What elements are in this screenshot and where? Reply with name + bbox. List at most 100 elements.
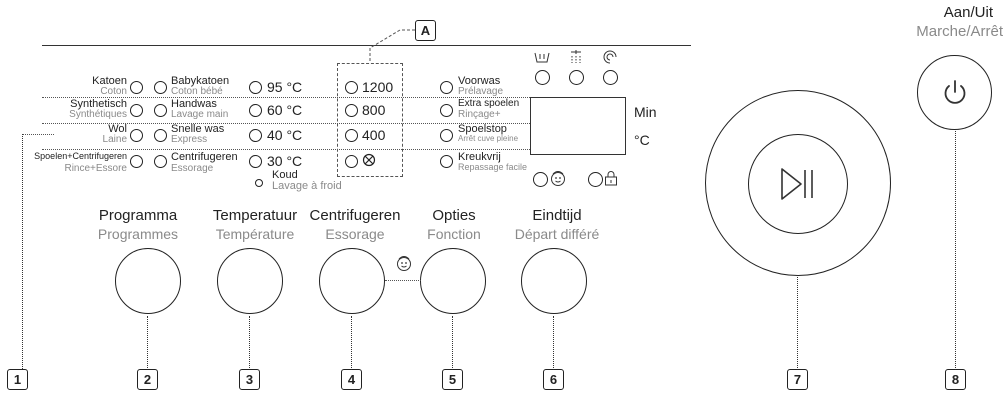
display-unit-celsius: °C — [634, 132, 650, 148]
program-label-fr: Coton — [100, 86, 127, 97]
option-label-fr: Rinçage+ — [458, 109, 501, 120]
callout-6-leader — [553, 316, 554, 368]
callout-a: A — [415, 20, 436, 41]
door-lock-icon — [605, 171, 617, 186]
time-temperature-display — [530, 97, 626, 155]
program-led — [130, 129, 143, 142]
option-led — [440, 155, 453, 168]
child-lock-led — [533, 172, 548, 187]
program-led — [154, 155, 167, 168]
option-label-fr: Prélavage — [458, 86, 504, 97]
program-label-fr: Synthétiques — [69, 109, 127, 120]
spin-led — [345, 104, 358, 117]
knob-label-nl: Eindtijd — [532, 207, 582, 224]
callout-8: 8 — [945, 369, 966, 390]
temperature-led — [249, 129, 262, 142]
temperature-label: 40 °C — [267, 127, 303, 143]
option-led — [440, 81, 453, 94]
program-label-fr: Laine — [102, 134, 127, 145]
knob-label-fr: Programmes — [97, 226, 179, 242]
callout-3: 3 — [239, 369, 260, 390]
program-label-fr: Lavage main — [171, 109, 229, 120]
knob-label-fr: Départ différé — [514, 226, 600, 242]
program-label-nl: Babykatoen — [171, 75, 230, 87]
spin-label: 800 — [362, 102, 386, 118]
program-label-fr: Rince+Essore — [64, 163, 127, 174]
play-pause-icon — [781, 168, 813, 200]
door-lock-led — [588, 172, 603, 187]
program-label-fr: Essorage — [171, 163, 214, 174]
spin-icon — [603, 50, 617, 64]
callout-1-leader-h — [22, 134, 54, 135]
program-label-nl: Spoelen+Centrifugeren — [34, 151, 127, 161]
knob-label-fr: Température — [215, 226, 295, 242]
spin-button[interactable] — [319, 248, 385, 314]
spin-led — [345, 81, 358, 94]
no-spin-icon — [362, 153, 376, 167]
program-label-nl: Katoen — [92, 75, 127, 87]
rinse-icon — [571, 50, 581, 63]
option-label-nl: Extra spoelen — [458, 98, 520, 109]
power-label-nl: Aan/Uit — [943, 4, 993, 21]
stage-led — [603, 70, 618, 85]
program-led — [154, 104, 167, 117]
power-icon — [944, 80, 966, 104]
option-label-fr: Arrêt cuve pleine — [458, 134, 519, 143]
spin-label: 1200 — [362, 79, 394, 95]
callout-1-leader-v — [22, 134, 23, 369]
program-button[interactable] — [115, 248, 181, 314]
program-label-nl: Snelle was — [171, 123, 225, 135]
callout-2-leader — [147, 316, 148, 368]
stage-led — [535, 70, 550, 85]
program-led — [130, 81, 143, 94]
program-led — [130, 155, 143, 168]
program-label-fr: Express — [171, 134, 208, 145]
cold-label-nl: Koud — [272, 169, 298, 181]
temperature-label: 95 °C — [267, 79, 303, 95]
row-divider-1 — [42, 97, 530, 98]
program-led — [130, 104, 143, 117]
knob-label-fr: Essorage — [325, 226, 385, 242]
spin-led — [345, 155, 358, 168]
wash-tub-icon — [534, 52, 550, 63]
callout-5-leader — [452, 316, 453, 368]
temperature-button[interactable] — [217, 248, 283, 314]
temperature-label: 30 °C — [267, 153, 303, 169]
callout-8-leader — [955, 131, 956, 368]
option-label-nl: Kreukvrij — [458, 151, 501, 163]
knob-label-nl: Programma — [98, 207, 178, 224]
callout-a-leader — [369, 29, 415, 62]
delay-start-button[interactable] — [521, 248, 587, 314]
callout-4-leader — [351, 316, 352, 368]
program-led — [154, 129, 167, 142]
options-button[interactable] — [420, 248, 486, 314]
option-label-nl: Voorwas — [458, 75, 501, 87]
child-lock-combo-icon — [397, 256, 411, 271]
cold-label-fr: Lavage à froid — [272, 180, 342, 192]
power-label-fr: Marche/Arrêt — [916, 23, 1003, 40]
knob-label-nl: Opties — [432, 207, 476, 224]
program-led — [154, 81, 167, 94]
knob-label-nl: Temperatuur — [212, 207, 298, 224]
option-label-nl: Spoelstop — [458, 123, 507, 135]
callout-6: 6 — [543, 369, 564, 390]
row-divider-2 — [42, 123, 530, 124]
callout-2: 2 — [137, 369, 158, 390]
program-label-nl: Synthetisch — [70, 98, 127, 110]
temperature-led — [249, 155, 262, 168]
callout-5: 5 — [442, 369, 463, 390]
callout-3-leader — [249, 316, 250, 368]
callout-7: 7 — [787, 369, 808, 390]
program-label-nl: Wol — [108, 123, 127, 135]
temperature-label: 60 °C — [267, 102, 303, 118]
program-label-fr: Coton bébé — [171, 86, 223, 97]
start-pause-button[interactable] — [748, 134, 848, 234]
option-label-fr: Repassage facile — [458, 162, 528, 172]
stage-led — [569, 70, 584, 85]
row-divider-3 — [42, 149, 530, 150]
option-led — [440, 129, 453, 142]
panel-top-line — [42, 45, 691, 46]
child-lock-combo-line — [385, 280, 421, 281]
child-lock-icon — [551, 171, 565, 186]
